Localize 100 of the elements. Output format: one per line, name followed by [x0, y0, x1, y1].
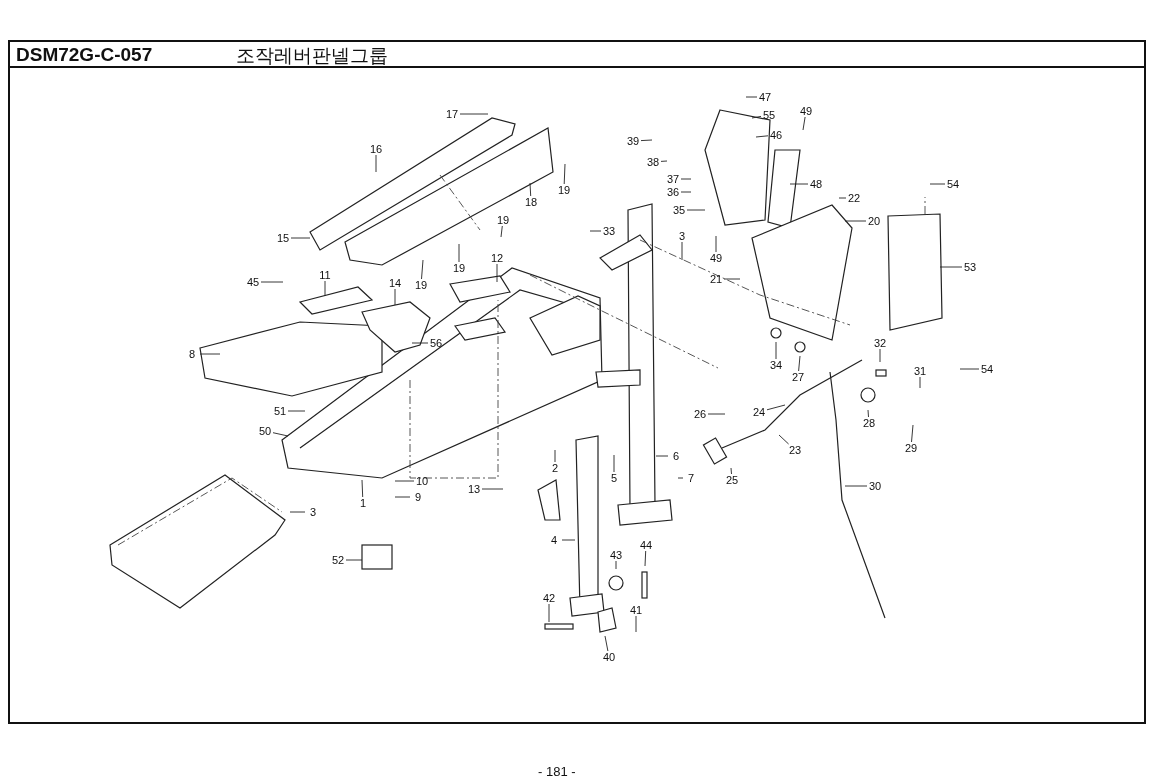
leader-line	[615, 560, 617, 570]
leader-line	[361, 479, 364, 498]
callout-number: 41	[628, 604, 644, 616]
callout-number: 54	[979, 363, 995, 375]
leader-line	[802, 116, 806, 131]
callout-number: 19	[413, 279, 429, 291]
callout-number: 38	[645, 156, 661, 168]
callout-number: 16	[368, 143, 384, 155]
callout-number: 5	[606, 472, 622, 484]
callout-number: 45	[245, 276, 261, 288]
callout-number: 56	[428, 337, 444, 349]
callout-number: 44	[638, 539, 654, 551]
leader-line	[458, 243, 460, 263]
callout-number: 19	[556, 184, 572, 196]
leader-line	[879, 348, 881, 363]
callout-number: 17	[444, 108, 460, 120]
callout-number: 47	[757, 91, 773, 103]
callout-number: 49	[708, 252, 724, 264]
callout-number: 43	[608, 549, 624, 561]
callout-number: 52	[330, 554, 346, 566]
leader-line	[677, 477, 684, 479]
callout-number: 23	[787, 444, 803, 456]
leader-line	[481, 488, 504, 490]
callout-number: 35	[671, 204, 687, 216]
leader-line	[496, 263, 498, 283]
leader-line	[778, 434, 790, 445]
callout-number: 55	[761, 109, 777, 121]
leader-line	[375, 154, 377, 173]
leader-line	[529, 182, 532, 197]
leader-line	[680, 178, 692, 180]
callout-number: 54	[945, 178, 961, 190]
leader-line	[613, 454, 615, 473]
leader-line	[911, 424, 914, 443]
leader-line	[290, 237, 311, 239]
callout-number: 42	[541, 592, 557, 604]
leader-line	[715, 235, 717, 253]
leader-line	[867, 409, 869, 418]
callout-number: 30	[867, 480, 883, 492]
leader-line	[775, 341, 777, 360]
leader-line	[798, 355, 801, 372]
leader-line	[640, 139, 653, 142]
leader-line	[680, 191, 692, 193]
callout-number: 20	[866, 215, 882, 227]
leader-line	[844, 485, 868, 487]
callout-number: 13	[466, 483, 482, 495]
leader-line	[655, 455, 669, 457]
leader-line	[745, 96, 758, 98]
callout-number: 31	[912, 365, 928, 377]
leader-line	[751, 115, 762, 119]
leader-line	[589, 230, 602, 232]
callout-number: 33	[601, 225, 617, 237]
callout-number: 34	[768, 359, 784, 371]
leader-line	[394, 496, 411, 498]
leader-line	[394, 288, 396, 306]
leader-line	[459, 113, 489, 115]
leader-line	[681, 241, 683, 261]
callout-number: 53	[962, 261, 978, 273]
callout-number: 14	[387, 277, 403, 289]
callout-number: 2	[547, 462, 563, 474]
callout-number: 29	[903, 442, 919, 454]
leader-line	[272, 432, 289, 437]
leader-line	[730, 467, 732, 475]
callout-number: 49	[798, 105, 814, 117]
leader-line	[421, 259, 424, 280]
callout-number: 19	[451, 262, 467, 274]
leader-line	[919, 376, 921, 389]
leader-line	[324, 280, 326, 297]
leader-line	[635, 615, 637, 633]
callout-number: 26	[692, 408, 708, 420]
leader-line	[345, 559, 363, 561]
callout-number: 32	[872, 337, 888, 349]
callout-number: 21	[708, 273, 724, 285]
callout-number: 50	[257, 425, 273, 437]
callout-number: 24	[751, 406, 767, 418]
callout-number: 36	[665, 186, 681, 198]
leader-line	[789, 183, 809, 185]
leader-line	[289, 511, 306, 513]
page-title: 조작레버판넬그룹	[236, 44, 388, 68]
leader-line	[554, 449, 556, 463]
leader-line	[604, 635, 609, 652]
leader-line	[199, 353, 221, 355]
leader-line	[929, 183, 946, 185]
callout-number: 3	[305, 506, 321, 518]
leader-line	[660, 160, 668, 162]
callout-number: 27	[790, 371, 806, 383]
leader-line	[686, 209, 706, 211]
callout-number: 18	[523, 196, 539, 208]
leader-line	[755, 135, 769, 138]
leader-line	[287, 410, 306, 412]
callout-number: 11	[317, 269, 333, 281]
callout-number: 25	[724, 474, 740, 486]
leader-line	[394, 480, 415, 482]
leader-line	[723, 278, 741, 280]
callout-number: 46	[768, 129, 784, 141]
callout-number: 40	[601, 651, 617, 663]
callout-number: 48	[808, 178, 824, 190]
drawing-code: DSM72G-C-057	[16, 44, 153, 66]
callout-number: 8	[184, 348, 200, 360]
callout-number: 1	[355, 497, 371, 509]
leader-line	[844, 220, 867, 222]
